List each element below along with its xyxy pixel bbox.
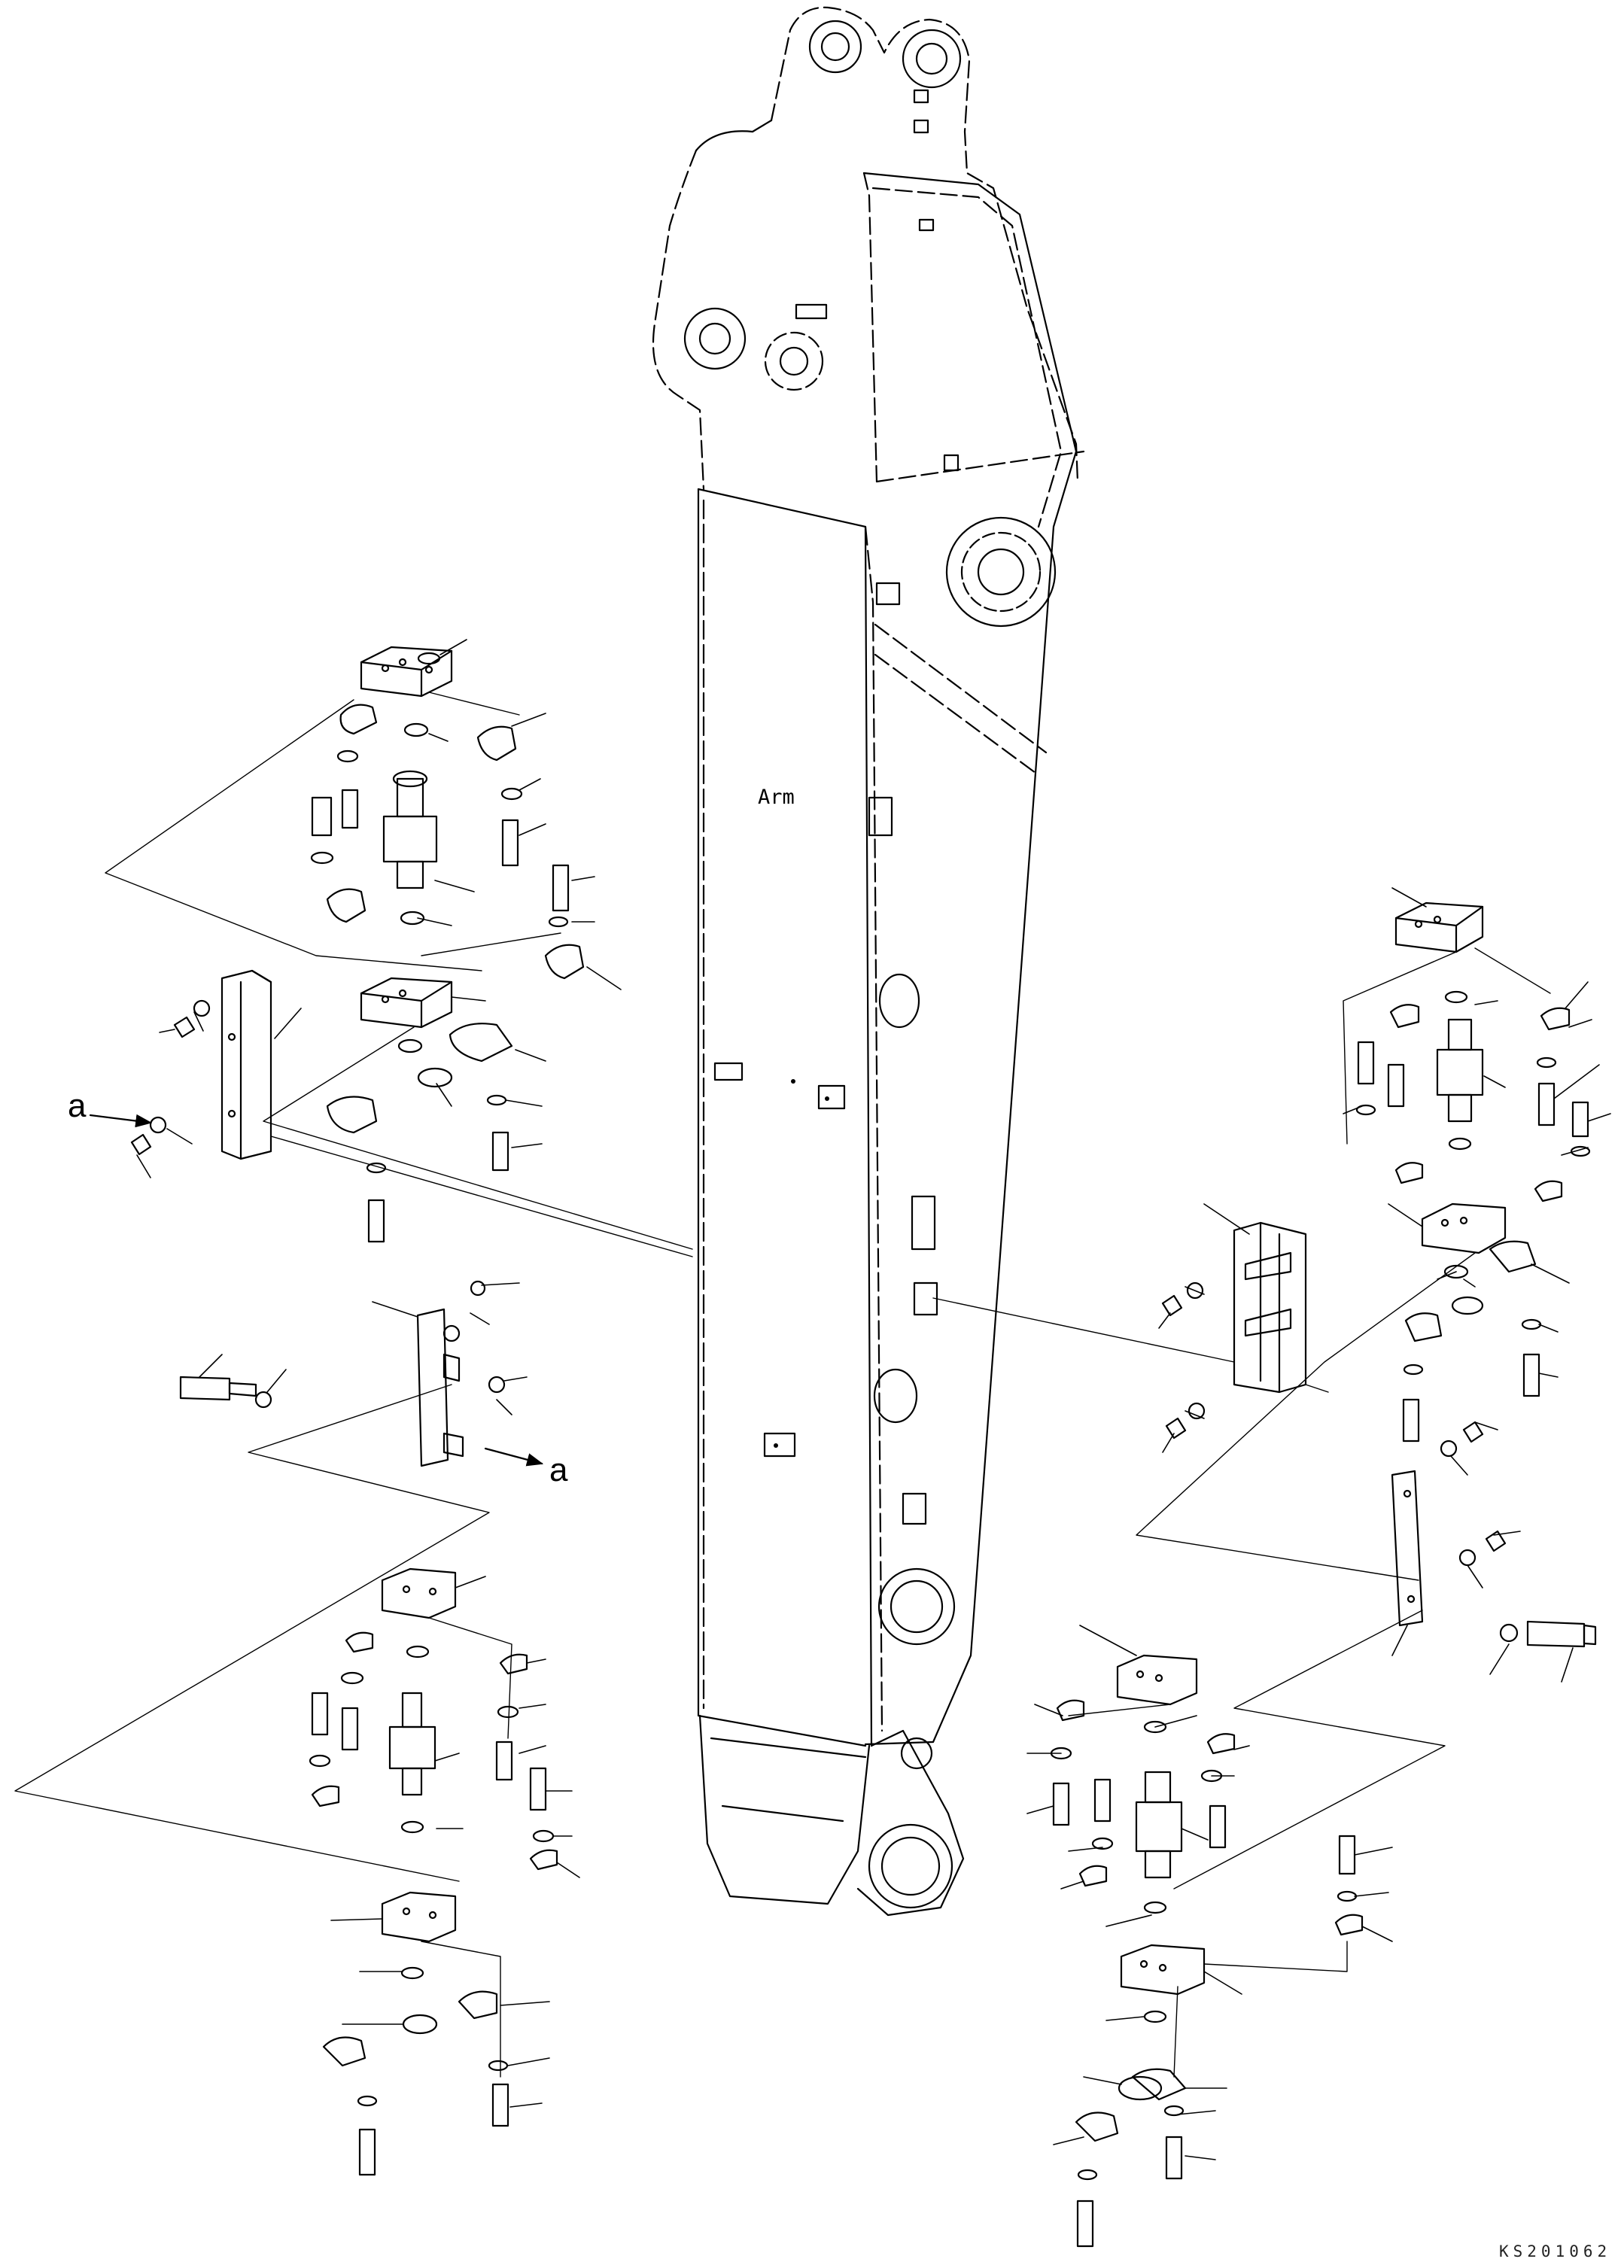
right-middle-plate <box>1173 1421 1597 1889</box>
left-mounting-plate <box>89 969 693 1257</box>
upper-clamp-block <box>360 646 453 698</box>
view-marker-right: a <box>549 1452 568 1488</box>
left-lower-clamp-assembly <box>309 1567 558 2176</box>
left-upper-clamp-assembly <box>105 646 693 1250</box>
right-upper-clamp-assembly <box>1136 901 1591 1581</box>
view-marker-left: a <box>68 1087 87 1124</box>
arm-body <box>652 6 1085 1917</box>
left-middle-plate <box>14 1280 544 1882</box>
drawing-code: KS201062 <box>1499 2242 1612 2260</box>
callout-leaders <box>136 639 1611 2160</box>
arm-label: Arm <box>758 786 795 809</box>
hole-dots <box>774 1079 829 1448</box>
right-lower-clamp-assembly <box>1050 1654 1364 2248</box>
right-mounting-plate <box>932 1221 1329 1440</box>
